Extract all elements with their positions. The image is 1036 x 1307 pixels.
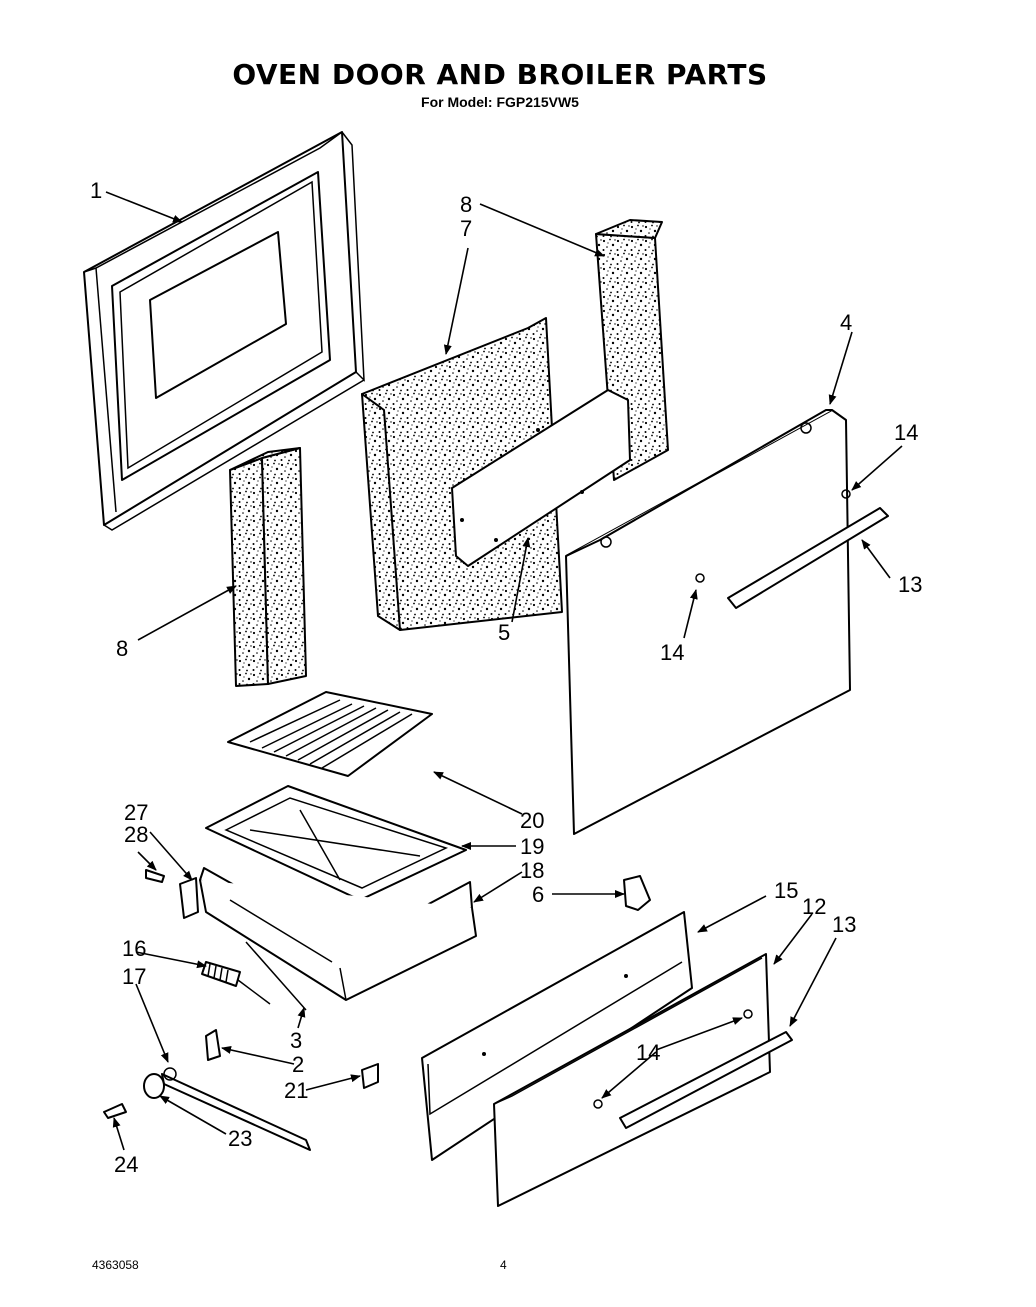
drawer-inner-panel-part	[421, 911, 693, 1161]
drawer-handle-part	[593, 1009, 793, 1129]
inner-door-panel-part	[451, 389, 631, 567]
callout-12: 12	[802, 894, 826, 919]
callout-4: 4	[840, 310, 852, 335]
callout-27: 27	[124, 800, 148, 825]
broiler-pan-part	[205, 785, 467, 901]
callout-20: 20	[520, 808, 544, 833]
callout-6: 6	[532, 882, 544, 907]
spring-part	[201, 961, 271, 1005]
callout-3: 3	[290, 1028, 302, 1053]
callout-7: 7	[460, 216, 472, 241]
bracket-and-screw-part	[145, 869, 199, 919]
callout-8-top: 8	[460, 192, 472, 217]
outer-door-panel-part	[565, 409, 851, 835]
callout-8-left: 8	[116, 636, 128, 661]
leader-lines	[105, 191, 903, 1151]
callout-13-top: 13	[898, 572, 922, 597]
page-title: OVEN DOOR AND BROILER PARTS	[232, 58, 768, 91]
callout-14-mid: 14	[660, 640, 684, 665]
callout-16: 16	[122, 936, 146, 961]
door-handle-part	[695, 489, 889, 609]
callout-18: 18	[520, 858, 544, 883]
callout-14-top: 14	[894, 420, 918, 445]
callout-labels: 1 8 7 8 4 14 13 14 5 20 27 28 19 18 6 15…	[90, 178, 922, 1177]
callout-2: 2	[292, 1052, 304, 1077]
clip-part	[361, 1063, 379, 1089]
callout-24: 24	[114, 1152, 138, 1177]
broiler-drawer-part	[199, 867, 477, 1001]
rod-part	[245, 941, 307, 1011]
callout-17: 17	[122, 964, 146, 989]
callout-14-bottom: 14	[636, 1040, 660, 1065]
door-liner-part	[83, 131, 365, 531]
callout-15: 15	[774, 878, 798, 903]
callout-21: 21	[284, 1078, 308, 1103]
model-subtitle: For Model: FGP215VW5	[421, 94, 579, 110]
callout-28: 28	[124, 822, 148, 847]
insulation-upright-left-part	[229, 447, 307, 687]
callout-23: 23	[228, 1126, 252, 1151]
screw-and-roller-part	[103, 1073, 165, 1119]
broiler-grid-part	[227, 691, 433, 777]
roller-part	[205, 1029, 221, 1061]
document-number: 4363058	[92, 1258, 139, 1272]
drawer-front-panel-part	[493, 953, 771, 1207]
callout-5: 5	[498, 620, 510, 645]
insulation-main-part	[361, 317, 563, 631]
drawer-bracket-part	[623, 875, 651, 911]
callout-1: 1	[90, 178, 102, 203]
page-number: 4	[500, 1258, 507, 1272]
callout-13-bottom: 13	[832, 912, 856, 937]
callout-19: 19	[520, 834, 544, 859]
